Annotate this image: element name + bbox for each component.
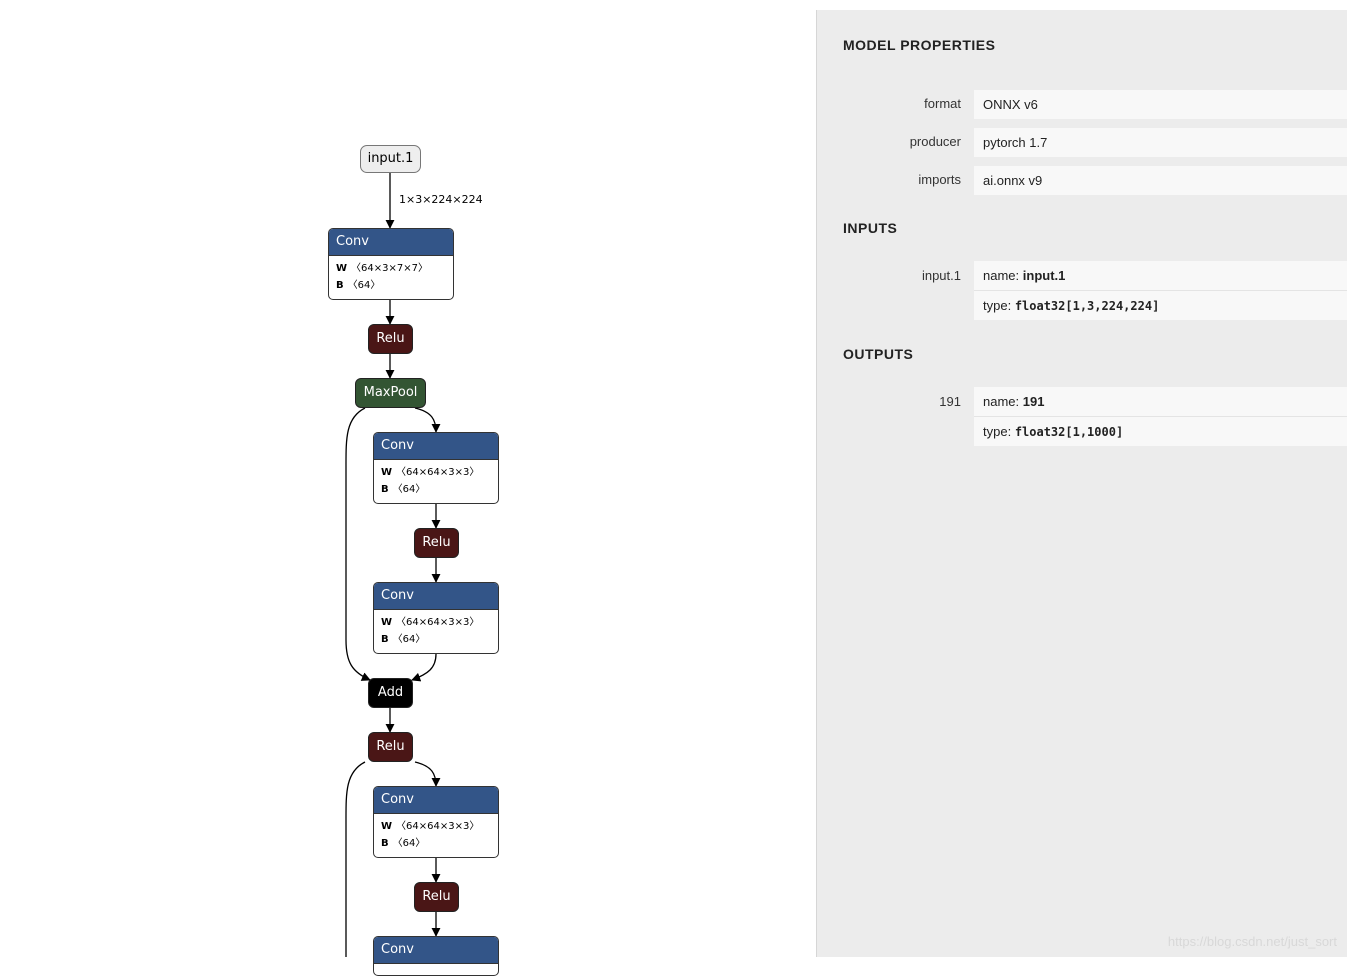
relu-node-label: Relu [376, 331, 405, 346]
format-label: format [924, 96, 961, 111]
relu-node-2[interactable]: Relu [414, 528, 459, 558]
format-value: ONNX v6 [974, 90, 1347, 119]
output-type-value: float32[1,1000] [1014, 425, 1124, 439]
conv-weight-attr: W〈64×64×3×3〉 [381, 617, 480, 628]
conv-node-title: Conv [374, 583, 498, 610]
edge-maxpool-conv2 [414, 407, 441, 433]
conv-node-title: Conv [374, 433, 498, 460]
output-name-value: 191 [1022, 394, 1045, 409]
producer-value: pytorch 1.7 [974, 128, 1347, 157]
input-type-line: type: float32[1,3,224,224] [974, 290, 1347, 320]
imports-label: imports [918, 172, 961, 187]
relu-node-1[interactable]: Relu [368, 324, 413, 354]
imports-value: ai.onnx v9 [974, 166, 1347, 195]
maxpool-node-label: MaxPool [363, 385, 418, 400]
input-type-value: float32[1,3,224,224] [1014, 299, 1160, 313]
model-properties-panel: MODEL PROPERTIES format ONNX v6 producer… [816, 10, 1347, 957]
conv-node-title: Conv [374, 937, 498, 964]
conv-node-1[interactable]: Conv W〈64×3×7×7〉 B〈64〉 [328, 228, 454, 300]
relu-node-4[interactable]: Relu [414, 882, 459, 912]
relu-node-label: Relu [422, 535, 451, 550]
relu-node-label: Relu [422, 889, 451, 904]
input-argument-label: input.1 [921, 268, 961, 283]
conv-node-3[interactable]: Conv W〈64×64×3×3〉 B〈64〉 [373, 582, 499, 654]
input-name-line: name: input.1 [983, 268, 1066, 283]
watermark: https://blog.csdn.net/just_sort [1167, 934, 1337, 949]
producer-label: producer [909, 134, 961, 149]
output-name-line: name: 191 [983, 394, 1045, 409]
model-graph-canvas[interactable]: input.1 1×3×224×224 Conv W〈64×3×7×7〉 B〈6… [0, 0, 816, 976]
add-node[interactable]: Add [368, 678, 413, 708]
graph-input-label: input.1 [367, 151, 414, 166]
output-type-line: type: float32[1,1000] [974, 416, 1347, 446]
conv-bias-attr: B〈64〉 [381, 484, 426, 495]
output-argument-label: 191 [939, 394, 961, 409]
graph-edges [345, 173, 441, 957]
add-node-label: Add [377, 685, 404, 700]
edge-maxpool-add-skip [345, 407, 371, 681]
conv-node-5[interactable]: Conv [373, 936, 499, 976]
input-shape-label: 1×3×224×224 [399, 193, 483, 206]
conv-bias-attr: B〈64〉 [381, 634, 426, 645]
inputs-section-title: INPUTS [843, 220, 898, 236]
output-argument-box[interactable]: name: 191 type: float32[1,1000] [974, 387, 1347, 446]
conv-weight-attr: W〈64×64×3×3〉 [381, 821, 480, 832]
relu-node-label: Relu [376, 739, 405, 754]
edge-relu3-skip [345, 761, 366, 957]
conv-bias-attr: B〈64〉 [336, 280, 381, 291]
conv-weight-attr: W〈64×64×3×3〉 [381, 467, 480, 478]
conv-node-title: Conv [374, 787, 498, 814]
conv-bias-attr: B〈64〉 [381, 838, 426, 849]
graph-input-node[interactable]: input.1 [360, 145, 421, 173]
model-properties-title: MODEL PROPERTIES [843, 37, 996, 53]
conv-node-title: Conv [329, 229, 453, 256]
edge-conv3-add [411, 653, 437, 682]
maxpool-node[interactable]: MaxPool [355, 378, 426, 408]
relu-node-3[interactable]: Relu [368, 732, 413, 762]
input-name-value: input.1 [1022, 268, 1066, 283]
input-argument-box[interactable]: name: input.1 type: float32[1,3,224,224] [974, 261, 1347, 320]
conv-weight-attr: W〈64×3×7×7〉 [336, 263, 428, 274]
outputs-section-title: OUTPUTS [843, 346, 914, 362]
conv-node-2[interactable]: Conv W〈64×64×3×3〉 B〈64〉 [373, 432, 499, 504]
edge-relu3-conv4 [414, 761, 441, 787]
conv-node-4[interactable]: Conv W〈64×64×3×3〉 B〈64〉 [373, 786, 499, 858]
